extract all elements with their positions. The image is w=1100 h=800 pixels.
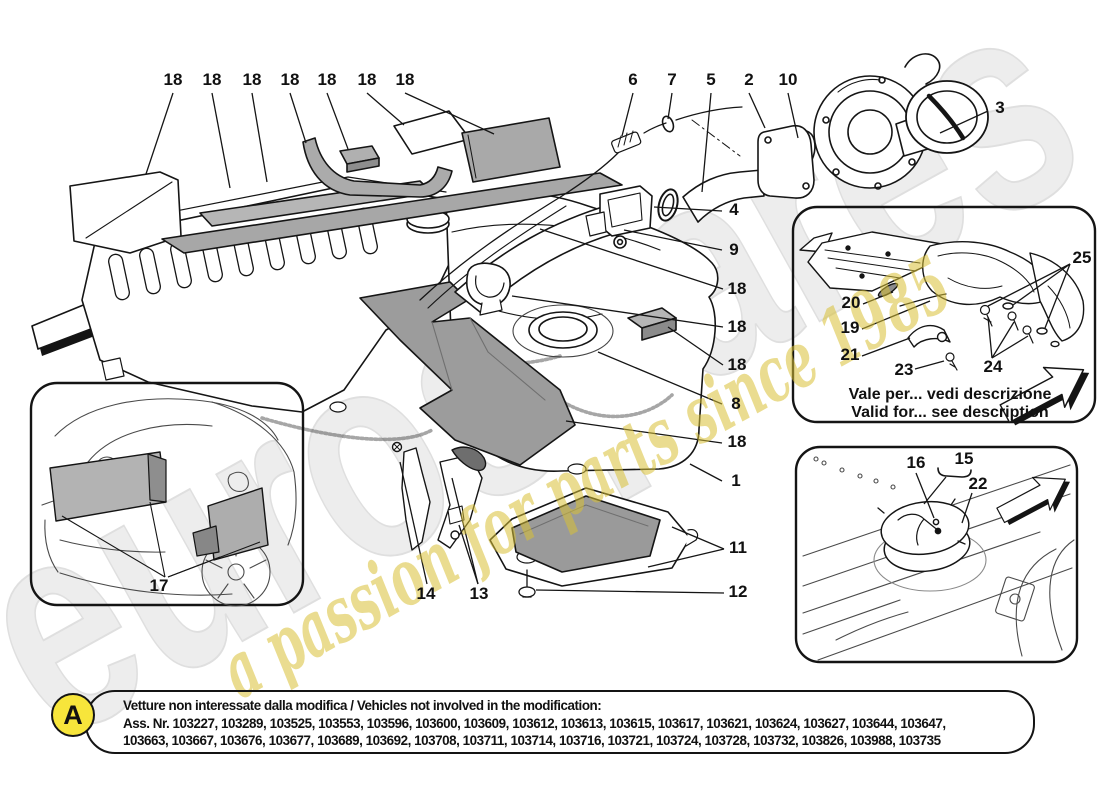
callout-18[interactable]: 18 [357, 70, 377, 89]
callout-18[interactable]: 18 [317, 70, 337, 89]
callout-25[interactable]: 25 [1072, 248, 1092, 267]
callout-9[interactable]: 9 [729, 240, 739, 259]
note-assembly-numbers-line1: Ass. Nr. 103227, 103289, 103525, 103553,… [123, 715, 946, 731]
callout-18[interactable]: 18 [727, 317, 747, 336]
leader-lines [61, 92, 1071, 594]
callout-20[interactable]: 20 [841, 293, 861, 312]
direction-arrow-icon [999, 366, 1090, 426]
note-title: Vetture non interessate dalla modifica /… [123, 698, 602, 713]
note-badge-a: A [51, 693, 95, 737]
callout-18[interactable]: 18 [280, 70, 300, 89]
direction-arrow-icon [996, 476, 1071, 526]
callout-13[interactable]: 13 [469, 584, 489, 603]
car-location-inset [29, 381, 305, 607]
lower-tray [489, 487, 699, 598]
callout-8[interactable]: 8 [731, 394, 741, 413]
callout-3[interactable]: 3 [995, 98, 1005, 117]
callout-18[interactable]: 18 [395, 70, 415, 89]
callout-14[interactable]: 14 [416, 584, 436, 603]
callout-18[interactable]: 18 [727, 279, 747, 298]
callout-2[interactable]: 2 [744, 70, 754, 89]
callout-18[interactable]: 18 [727, 355, 747, 374]
callout-1[interactable]: 1 [731, 471, 741, 490]
callout-22[interactable]: 22 [968, 474, 988, 493]
validity-text-en: Valid for... see description [851, 404, 1048, 421]
callout-16[interactable]: 16 [906, 453, 926, 472]
callout-17[interactable]: 17 [149, 576, 169, 595]
callout-11[interactable]: 11 [729, 538, 747, 557]
callout-15[interactable]: 15 [954, 449, 974, 468]
main-diagram [31, 53, 989, 598]
mounting-brackets [391, 441, 487, 551]
callout-18[interactable]: 18 [202, 70, 222, 89]
callout-23[interactable]: 23 [894, 360, 914, 379]
mounting-flange [813, 75, 927, 190]
heat-shield-inset: Vale per... vedi descrizione Valid for..… [791, 205, 1097, 426]
pipe-clamp [466, 262, 511, 316]
filler-pipe-assembly [419, 53, 989, 316]
tray-bolt [518, 569, 536, 598]
callout-10[interactable]: 10 [778, 70, 798, 89]
callout-18[interactable]: 18 [242, 70, 262, 89]
strap-bracket [585, 185, 653, 249]
callout-12[interactable]: 12 [728, 582, 748, 601]
modification-note-box: Vetture non interessate dalla modifica /… [85, 690, 1035, 754]
callout-4[interactable]: 4 [729, 200, 739, 219]
validity-text-it: Vale per... vedi descrizione [849, 386, 1052, 403]
callout-21[interactable]: 21 [840, 345, 860, 364]
callout-18[interactable]: 18 [727, 432, 747, 451]
callout-19[interactable]: 19 [840, 318, 860, 337]
access-cover-inset [794, 445, 1079, 664]
fuel-cap [895, 53, 989, 157]
callout-5[interactable]: 5 [706, 70, 716, 89]
callout-6[interactable]: 6 [628, 70, 638, 89]
callout-18[interactable]: 18 [163, 70, 183, 89]
insulation-panels [69, 110, 677, 341]
callout-24[interactable]: 24 [983, 357, 1003, 376]
callout-7[interactable]: 7 [667, 70, 677, 89]
note-assembly-numbers-line2: 103663, 103667, 103676, 103677, 103689, … [123, 733, 941, 748]
